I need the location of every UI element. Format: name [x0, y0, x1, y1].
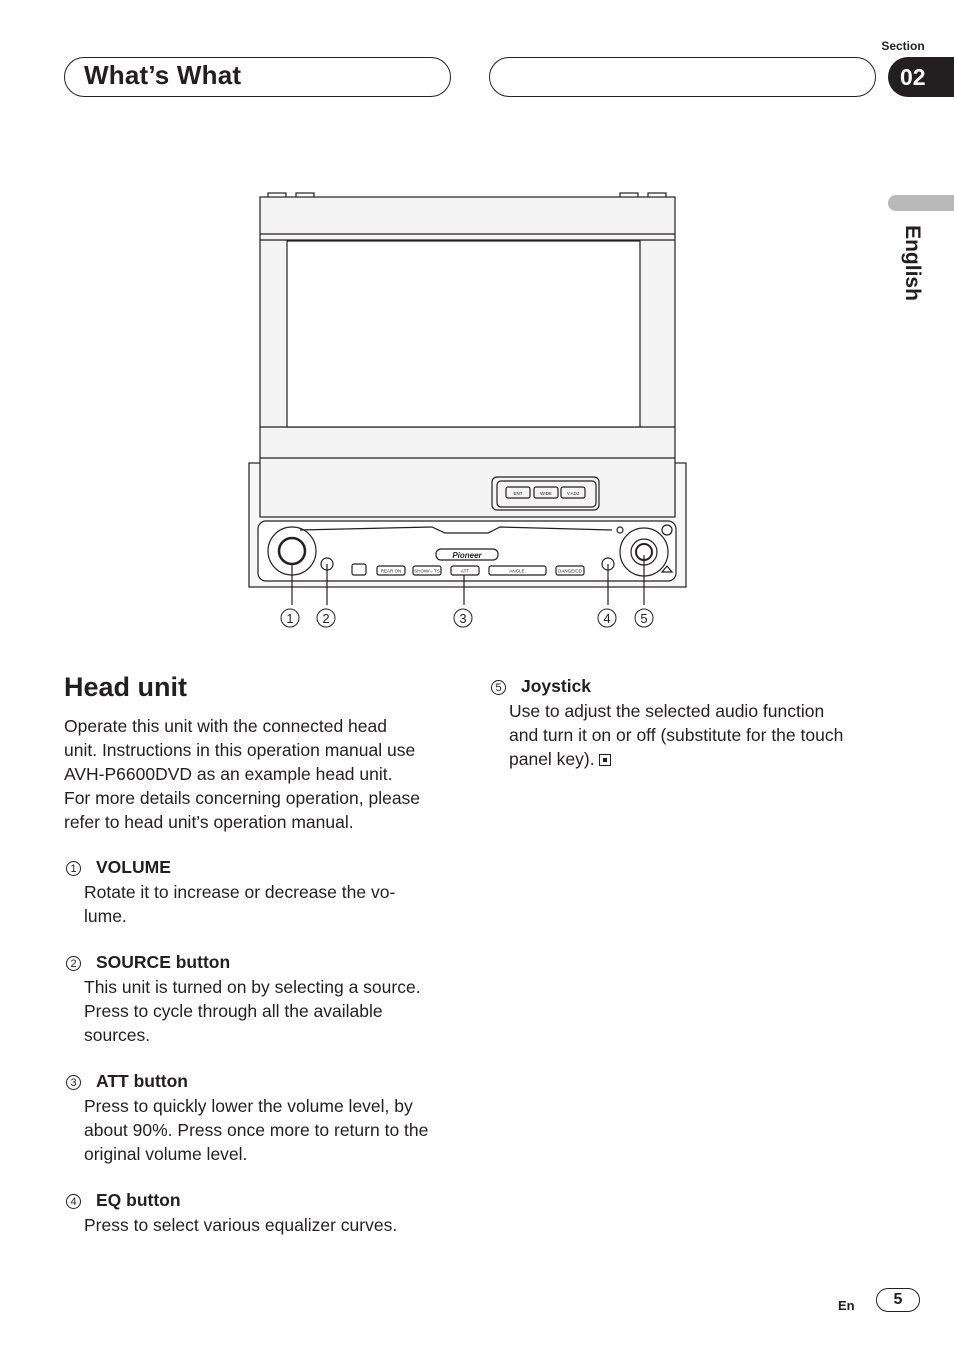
- ent-button-label: ENT: [514, 491, 523, 496]
- att-label: ATT: [461, 569, 469, 574]
- item-number-1: 1: [66, 861, 81, 876]
- item-number-3: 3: [66, 1075, 81, 1090]
- section-label: Section: [881, 39, 925, 53]
- rear-on-label: REAR ON: [381, 569, 402, 574]
- angle-label: ANGLE: [509, 569, 524, 574]
- callout-5: 5: [640, 611, 647, 626]
- desc-line: Press to select various equalizer curves…: [84, 1215, 398, 1235]
- section-heading: Head unit: [64, 672, 188, 702]
- item-title-eq: EQ button: [96, 1190, 181, 1210]
- end-mark-icon: [599, 754, 612, 766]
- desc-line: and turn it on or off (substitute for th…: [509, 725, 844, 745]
- item-number-4: 4: [66, 1194, 81, 1209]
- desc-line: sources.: [84, 1025, 151, 1045]
- desc-line: Press to cycle through all the available: [84, 1001, 383, 1021]
- callout-4: 4: [603, 611, 610, 626]
- desc-line-text: panel key).: [509, 749, 595, 769]
- callout-3: 3: [459, 611, 466, 626]
- header-title: What’s What: [84, 60, 242, 90]
- intro-line: unit. Instructions in this operation man…: [64, 740, 416, 760]
- desc-line: Press to quickly lower the volume level,…: [84, 1096, 413, 1116]
- page-number: 5: [876, 1288, 920, 1312]
- item-title-volume: VOLUME: [96, 857, 171, 877]
- desc-line: about 90%. Press once more to return to …: [84, 1120, 429, 1140]
- intro-line: AVH-P6600DVD as an example head unit.: [64, 764, 393, 784]
- item-desc-joystick: Use to adjust the selected audio functio…: [509, 699, 843, 771]
- desc-line: This unit is turned on by selecting a so…: [84, 977, 421, 997]
- item-title-source: SOURCE button: [96, 952, 231, 972]
- wide-button-label: WIDE: [540, 491, 552, 496]
- item-desc-eq: Press to select various equalizer curves…: [84, 1213, 397, 1237]
- item-title-att: ATT button: [96, 1071, 188, 1091]
- show-ts-label: SHOW/←TS: [414, 569, 440, 574]
- intro-paragraph: Operate this unit with the connected hea…: [64, 714, 420, 834]
- intro-line: For more details concerning operation, p…: [64, 788, 421, 808]
- desc-line: lume.: [84, 906, 127, 926]
- dange-cd-label: DANGE/CD: [558, 569, 583, 574]
- vadj-button-label: V.ADJ: [567, 491, 579, 496]
- header-empty-frame: [489, 57, 876, 97]
- intro-line: Operate this unit with the connected hea…: [64, 716, 387, 736]
- desc-line: Rotate it to increase or decrease the vo…: [84, 882, 396, 902]
- desc-line: original volume level.: [84, 1144, 248, 1164]
- item-title-joystick: Joystick: [521, 676, 592, 696]
- header-title-frame: [64, 57, 451, 97]
- desc-line: Use to adjust the selected audio functio…: [509, 701, 825, 721]
- footer-language-code: En: [838, 1298, 855, 1313]
- item-desc-att: Press to quickly lower the volume level,…: [84, 1094, 428, 1166]
- item-number-2: 2: [66, 956, 81, 971]
- head-unit-illustration: ENT WIDE V.ADJ REAR ON SHOW/←TS ATT ANGL…: [248, 192, 687, 628]
- section-number: 02: [888, 57, 954, 97]
- intro-line: refer to head unit’s operation manual.: [64, 812, 354, 832]
- brand-logo: Pioneer: [452, 551, 482, 560]
- language-label: English: [901, 225, 924, 301]
- language-tab: [888, 195, 954, 211]
- callout-2: 2: [322, 611, 329, 626]
- item-number-5: 5: [491, 680, 506, 695]
- desc-line: panel key).: [509, 747, 843, 771]
- item-desc-source: This unit is turned on by selecting a so…: [84, 975, 421, 1047]
- callout-1: 1: [286, 611, 293, 626]
- item-desc-volume: Rotate it to increase or decrease the vo…: [84, 880, 395, 928]
